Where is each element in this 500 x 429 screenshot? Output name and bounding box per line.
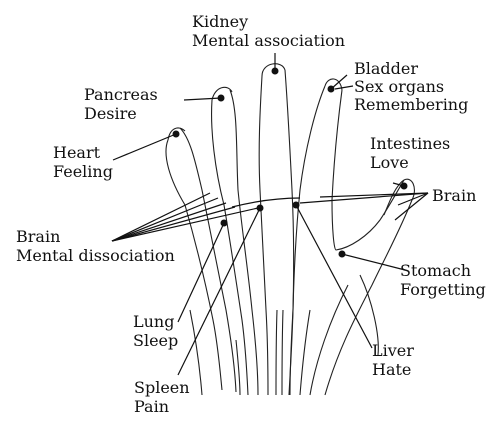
brain-right-label: Brain (432, 186, 476, 205)
stomach-label: Stomach Forgetting (400, 261, 486, 299)
pancreas-label-line1: Pancreas (84, 85, 158, 104)
bladder-label-line3: Remembering (354, 95, 469, 114)
leader-lines (111, 53, 429, 376)
brain-left-label-line2: Mental dissociation (16, 246, 175, 265)
stomach-label-line1: Stomach (400, 261, 471, 280)
pancreas-label: Pancreas Desire (84, 85, 158, 123)
liver-label-line1: Liver (372, 341, 414, 360)
ring-finger-outline (211, 99, 249, 396)
hand-contours (165, 63, 415, 396)
heart-label: Heart Feeling (53, 143, 113, 181)
spleen-label: Spleen Pain (134, 378, 190, 416)
intestines-label: Intestines Love (370, 134, 450, 172)
bladder-label-line2: Sex organs (354, 77, 445, 96)
kidney-label-line1: Kidney (192, 12, 249, 31)
little-finger-outline (165, 139, 223, 391)
middle-finger-outline (258, 75, 269, 396)
heart-label-line2: Feeling (53, 162, 113, 181)
intestines-label-line2: Love (370, 153, 409, 172)
brain-left-label: Brain Mental dissociation (16, 227, 175, 265)
kidney-label-line2: Mental association (192, 31, 346, 50)
pancreas-label-line2: Desire (84, 104, 137, 123)
heart-label-line1: Heart (53, 143, 101, 162)
brain-left-label-line1: Brain (16, 227, 61, 246)
kidney-label: Kidney Mental association (192, 12, 345, 50)
bladder-label-line1: Bladder (354, 59, 419, 78)
bladder-label: Bladder Sex organs Remembering (354, 60, 468, 114)
intestines-label-line1: Intestines (370, 134, 451, 153)
thumb-outline (335, 179, 405, 251)
lung-label-line2: Sleep (133, 331, 179, 350)
index-finger-outline (289, 85, 326, 396)
brain-right-label-line1: Brain (432, 186, 477, 205)
lung-label-line1: Lung (133, 312, 175, 331)
stomach-label-line2: Forgetting (400, 280, 486, 299)
liver-label-line2: Hate (372, 360, 412, 379)
spleen-label-line2: Pain (134, 397, 170, 416)
spleen-label-line1: Spleen (134, 378, 190, 397)
liver-label: Liver Hate (372, 341, 414, 379)
lung-label: Lung Sleep (133, 312, 178, 350)
